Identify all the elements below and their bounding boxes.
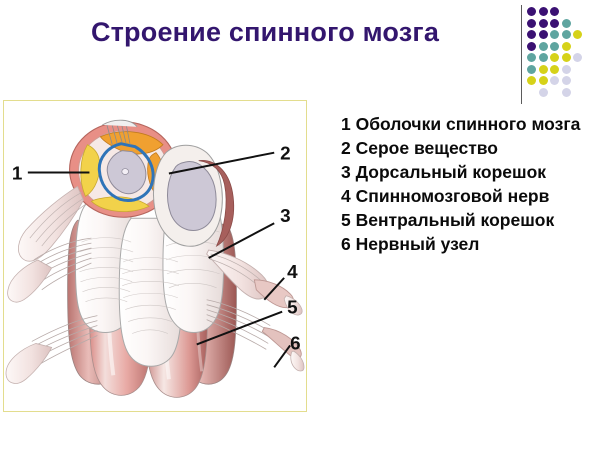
decorative-dot: [527, 53, 536, 62]
pia-mater-blue-outline: [97, 142, 155, 202]
decorative-dot: [573, 53, 582, 62]
figure-label-2: 2: [280, 143, 290, 164]
decorative-dot: [550, 18, 559, 28]
cord-cross-section: [69, 119, 178, 218]
decorative-dot-grid: [527, 7, 591, 103]
decorative-dot: [527, 76, 536, 85]
legend-item-number: 3: [341, 162, 351, 183]
decorative-dot: [538, 53, 548, 62]
legend-item-label: Нервный узел: [355, 234, 480, 255]
figure-label-5: 5: [287, 297, 297, 318]
decorative-dot: [538, 64, 548, 74]
white-matter-lateral-left: [80, 144, 101, 197]
decorative-dot: [561, 76, 571, 85]
page-title: Строение спинного мозга: [90, 17, 440, 47]
decorative-dot: [527, 64, 536, 74]
legend-item: 4 Спинномозговой нерв: [341, 185, 593, 207]
rootlets-left-upper: [29, 192, 86, 247]
figure-label-6: 6: [290, 332, 300, 353]
decorative-dot: [538, 41, 548, 51]
legend-item-label: Вентральный корешок: [355, 210, 555, 231]
dorsal-fissure-hatching: [105, 121, 131, 145]
decorative-dot: [550, 76, 559, 85]
leader-lines: [27, 151, 291, 368]
decorative-dot: [538, 30, 548, 39]
decorative-dot: [527, 30, 536, 39]
white-matter-dorsal: [99, 131, 164, 155]
decorative-dot: [573, 30, 582, 39]
figure-legend-list: 1 Оболочки спинного мозга 2 Серое вещест…: [341, 113, 593, 257]
legend-item: 6 Нервный узел: [341, 233, 593, 255]
decorative-dot: [538, 76, 548, 85]
figure-label-4: 4: [287, 261, 298, 282]
decorative-dot: [561, 30, 571, 39]
decorative-dot: [538, 18, 548, 28]
spinal-nerve-left-lower: [5, 343, 53, 384]
legend-item-number: 6: [341, 234, 351, 255]
spinal-cord-illustration: 1 2 3 4 5 6: [5, 119, 305, 398]
decorative-dot: [550, 53, 559, 62]
decorative-dot: [561, 41, 571, 51]
gray-matter-horns: [166, 161, 217, 231]
decorative-dot: [561, 53, 571, 62]
decorative-dot: [550, 64, 559, 74]
dorsal-cap: [102, 119, 138, 128]
nerve-root-left-upper: [18, 185, 84, 262]
legend-item-label: Оболочки спинного мозга: [355, 114, 581, 134]
legend-item-label: Спинномозговой нерв: [355, 186, 550, 207]
decorative-divider-line: [521, 5, 522, 104]
decorative-dot: [561, 87, 571, 97]
decorative-dot: [561, 18, 571, 28]
gray-matter-shadow: [198, 160, 235, 248]
decorative-dot: [561, 64, 571, 74]
decorative-dot: [550, 41, 559, 51]
legend-item-label: Дорсальный корешок: [355, 162, 547, 183]
decorative-dot: [550, 7, 559, 16]
decorative-dot: [538, 87, 548, 97]
legend-item-number: 1: [341, 114, 351, 134]
legend-item-label: Серое вещество: [355, 138, 499, 159]
legend-item-number: 4: [341, 186, 351, 207]
legend-item: 5 Вентральный корешок: [341, 209, 593, 231]
decorative-dot: [550, 30, 559, 39]
spinal-nerve-right-lower: [290, 350, 305, 372]
decorative-dot: [527, 18, 536, 28]
spinal-nerve-right-upper: [283, 295, 303, 316]
figure-number-labels: 1 2 3 4 5 6: [12, 143, 301, 354]
figure-label-1: 1: [12, 162, 22, 183]
decorative-dot: [527, 7, 536, 16]
decorative-dot: [538, 7, 548, 16]
legend-item: 1 Оболочки спинного мозга: [341, 113, 593, 135]
anatomy-figure-frame: 1 2 3 4 5 6: [3, 100, 307, 412]
central-canal: [121, 168, 129, 175]
legend-item: 2 Серое вещество: [341, 137, 593, 159]
legend-item-number: 5: [341, 210, 351, 231]
legend-item-number: 2: [341, 138, 351, 159]
exposed-gray-matter: [152, 144, 235, 248]
figure-label-3: 3: [280, 205, 290, 226]
spinal-nerve-left-mid: [7, 259, 53, 303]
decorative-dot: [527, 41, 536, 51]
sheath-texture: [79, 227, 221, 334]
legend-item: 3 Дорсальный корешок: [341, 161, 593, 183]
